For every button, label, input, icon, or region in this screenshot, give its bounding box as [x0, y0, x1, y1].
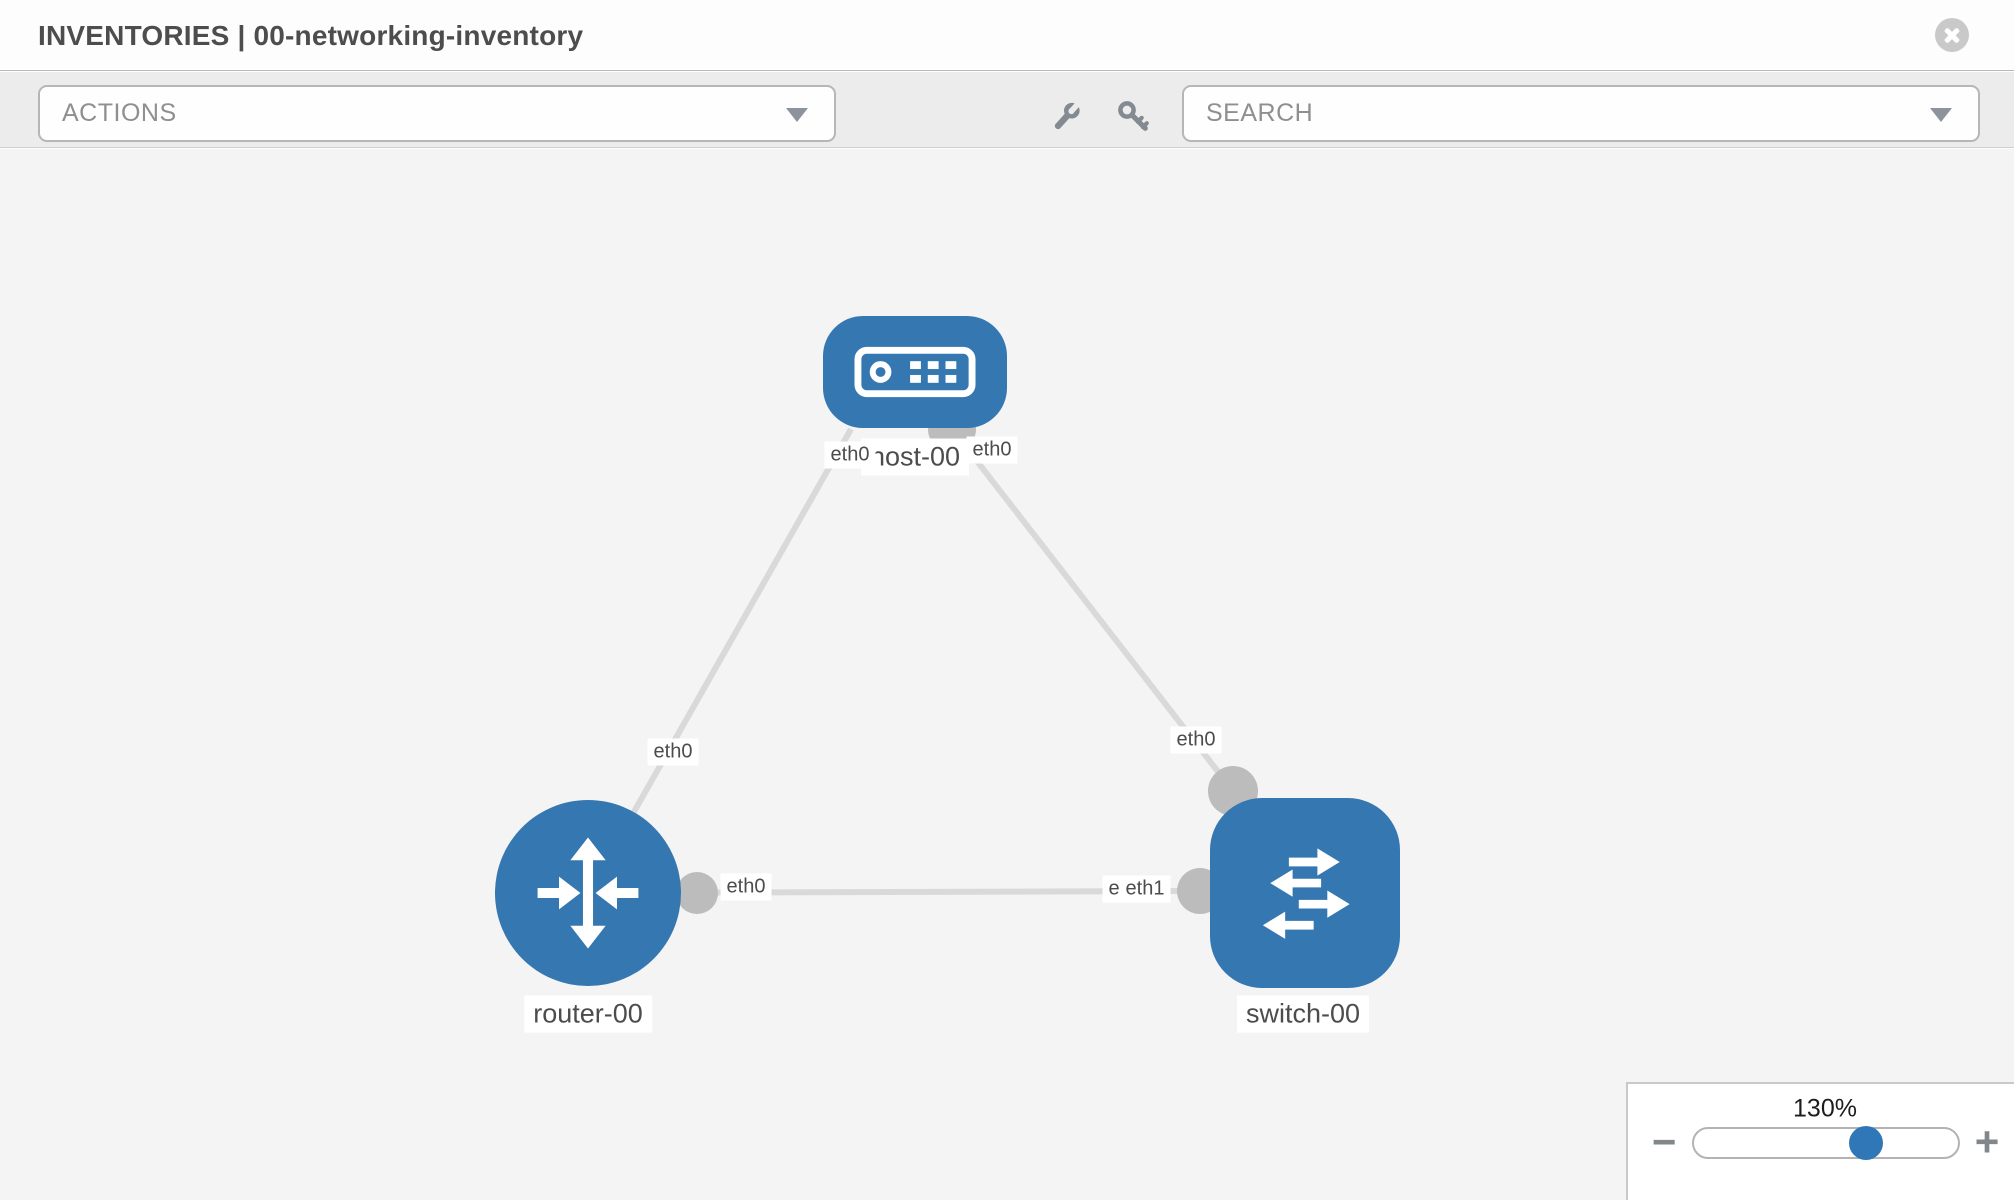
- close-icon[interactable]: [1935, 18, 1969, 52]
- search-dropdown[interactable]: SEARCH: [1182, 85, 1980, 142]
- interface-label-host-left: eth0: [824, 441, 876, 469]
- breadcrumb-header: INVENTORIES | 00-networking-inventory: [0, 0, 2014, 71]
- zoom-slider-knob[interactable]: [1849, 1126, 1883, 1160]
- zoom-panel: 130% − +: [1626, 1082, 2014, 1200]
- toolbar: ACTIONS SEARCH: [0, 72, 2014, 148]
- topology-canvas[interactable]: host-00 router-00 switch-00 eth0 eth0 et…: [0, 149, 2014, 1200]
- zoom-slider-track[interactable]: [1692, 1127, 1960, 1159]
- node-label-switch: switch-00: [1236, 995, 1370, 1033]
- actions-dropdown[interactable]: ACTIONS: [38, 85, 836, 142]
- interface-label-router-right: eth0: [720, 873, 772, 901]
- switch-icon: [1262, 848, 1350, 939]
- router-icon: [537, 837, 639, 949]
- zoom-in-button[interactable]: +: [1974, 1118, 2000, 1165]
- zoom-level-value: 130%: [1793, 1094, 1857, 1123]
- page-title: INVENTORIES | 00-networking-inventory: [38, 20, 584, 51]
- interface-label-switch-left-front: eth1: [1119, 875, 1171, 903]
- node-host-00[interactable]: [823, 316, 1007, 428]
- host-icon: [854, 346, 976, 398]
- node-router-00[interactable]: [495, 800, 681, 986]
- node-label-router: router-00: [524, 995, 652, 1033]
- connector-router-right: [676, 872, 718, 914]
- chevron-down-icon: [1930, 108, 1952, 122]
- search-dropdown-label: SEARCH: [1206, 99, 1314, 127]
- zoom-out-button[interactable]: −: [1651, 1118, 1677, 1165]
- node-label-host: host-00: [860, 438, 970, 476]
- interface-label-switch-top: eth0: [1170, 726, 1222, 754]
- interface-label-router-top: eth0: [647, 738, 699, 766]
- chevron-down-icon: [786, 108, 808, 122]
- key-icon[interactable]: [1115, 98, 1151, 134]
- node-switch-00[interactable]: [1210, 798, 1400, 988]
- actions-dropdown-label: ACTIONS: [62, 99, 177, 127]
- interface-label-host-right: eth0: [966, 436, 1018, 464]
- wrench-icon[interactable]: [1049, 98, 1085, 134]
